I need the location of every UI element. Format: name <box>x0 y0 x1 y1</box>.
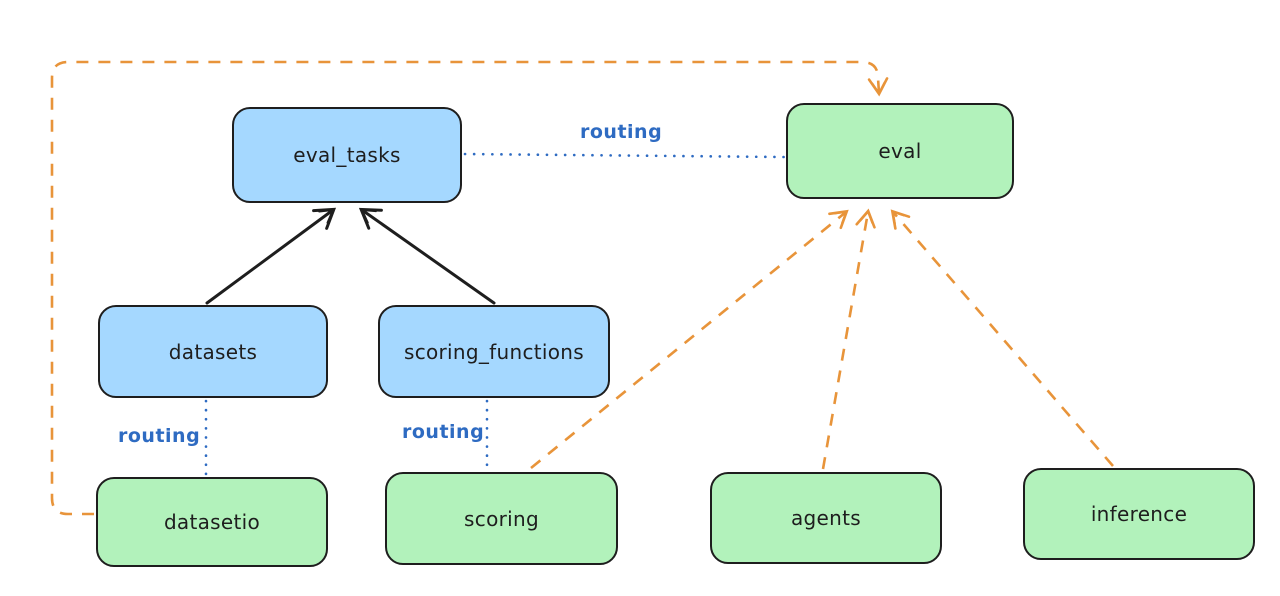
routing-label-scoring_functions-scoring: routing <box>402 421 485 443</box>
edge-inference-to-eval <box>890 209 1114 467</box>
node-datasetio-label: datasetio <box>163 510 261 534</box>
node-inference-label: inference <box>1090 502 1188 526</box>
edge-datasets-to-eval_tasks <box>205 207 337 305</box>
node-datasets: datasets <box>98 305 328 398</box>
node-eval_tasks: eval_tasks <box>232 107 462 203</box>
edge-agents-to-eval <box>821 208 876 470</box>
node-scoring-label: scoring <box>464 506 539 531</box>
edge-scoring_functions-to-eval_tasks <box>358 207 496 305</box>
node-agents-label: agents <box>791 506 861 530</box>
edge-eval_tasks-to-eval-routing <box>463 152 786 159</box>
routing-label-eval_tasks-eval: routing <box>580 121 663 143</box>
node-agents: agents <box>710 472 942 564</box>
node-datasets-label: datasets <box>168 339 258 364</box>
node-datasetio: datasetio <box>96 477 328 567</box>
node-scoring: scoring <box>385 472 618 565</box>
node-eval: eval <box>786 103 1014 199</box>
routing-label-datasets-datasetio: routing <box>118 425 201 447</box>
node-eval-label: eval <box>878 139 922 163</box>
node-scoring_functions: scoring_functions <box>378 305 610 398</box>
node-inference: inference <box>1023 468 1255 560</box>
node-eval_tasks-label: eval_tasks <box>293 143 401 167</box>
node-scoring_functions-label: scoring_functions <box>403 339 585 364</box>
